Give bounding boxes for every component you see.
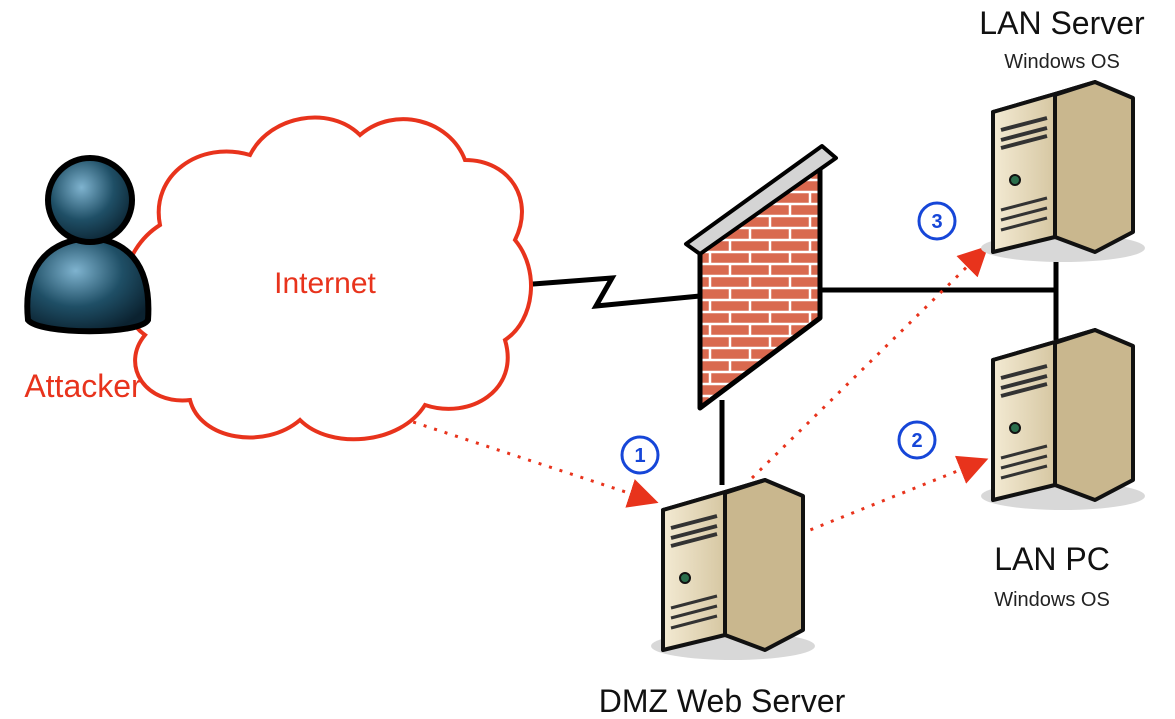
step-badge-1: 1 (620, 435, 660, 475)
attack-paths (151, 245, 989, 540)
lan-server-label: LAN Server (979, 5, 1145, 41)
internet-label: Internet (274, 267, 376, 300)
attacker-icon (24, 155, 152, 335)
internet-cloud: Internet (121, 115, 533, 442)
step-badge-3: 3 (917, 201, 957, 241)
svg-text:3: 3 (931, 211, 942, 233)
network-links (519, 255, 1059, 485)
attack-path-2 (789, 455, 989, 540)
attacker-label: Attacker (24, 368, 142, 404)
svg-text:2: 2 (911, 430, 922, 452)
firewall-icon (684, 144, 838, 411)
internet-to-firewall-link (519, 275, 701, 309)
lan-server-os-label: Windows OS (1004, 51, 1120, 73)
lan-server-icon (979, 80, 1147, 264)
dmz-web-server-label: DMZ Web Server (599, 683, 846, 719)
step-badge-2: 2 (897, 420, 937, 460)
svg-text:1: 1 (634, 445, 645, 467)
lan-pc-label: LAN PC (994, 541, 1110, 577)
lan-pc-icon (979, 328, 1147, 512)
dmz-web-server-icon (649, 478, 817, 662)
lan-pc-os-label: Windows OS (994, 589, 1110, 611)
